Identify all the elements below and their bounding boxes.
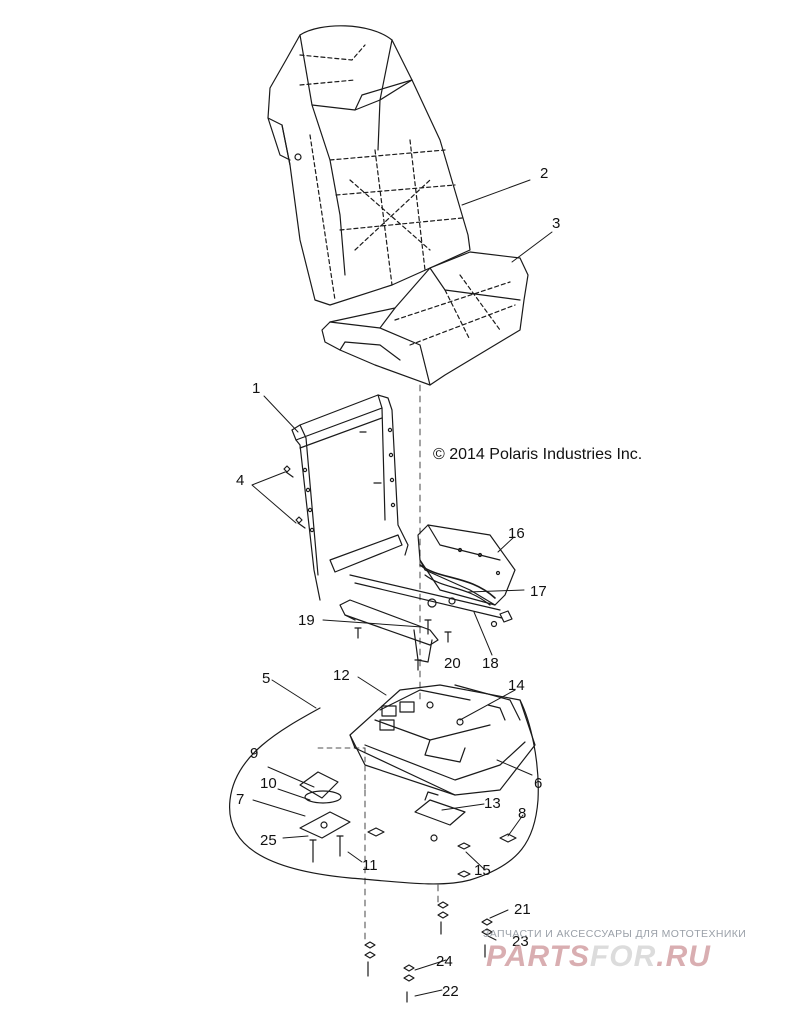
callout-2: 2	[540, 165, 548, 182]
callout-10: 10	[260, 775, 277, 792]
base-group-outline	[229, 699, 539, 885]
part-13-bracket	[414, 791, 466, 842]
watermark-logo-part2: FOR	[589, 940, 657, 973]
copyright-notice: © 2014 Polaris Industries Inc.	[433, 446, 643, 463]
callout-1: 1	[252, 380, 260, 397]
bolts-part-4	[283, 465, 306, 529]
slider-base	[349, 684, 536, 796]
seat-back	[267, 25, 471, 306]
seat-bottom	[321, 251, 529, 386]
callout-23: 23	[512, 933, 529, 950]
callout-19: 19	[298, 612, 315, 629]
bracket-assembly	[417, 524, 516, 628]
callout-14: 14	[508, 677, 525, 694]
callout-11: 11	[362, 857, 378, 874]
callout-13: 13	[484, 795, 501, 812]
callout-21: 21	[514, 901, 531, 918]
callout-17: 17	[530, 583, 547, 600]
hardware-stacks	[364, 901, 493, 1003]
leader-lines	[251, 179, 553, 997]
bolts-part-19-20	[354, 619, 452, 671]
callout-7: 7	[236, 791, 244, 808]
callout-16: 16	[508, 525, 525, 542]
callout-8: 8	[518, 805, 526, 822]
callout-3: 3	[552, 215, 560, 232]
callout-24: 24	[436, 953, 453, 970]
callout-5: 5	[262, 670, 270, 687]
callout-12: 12	[333, 667, 350, 684]
callout-4: 4	[236, 472, 244, 489]
seat-frame	[291, 394, 503, 663]
callout-9: 9	[250, 745, 258, 762]
callout-20: 20	[444, 655, 461, 672]
callout-25: 25	[260, 832, 277, 849]
watermark-logo-part1: PARTS	[486, 940, 590, 973]
nuts	[367, 827, 517, 878]
callout-6: 6	[534, 775, 542, 792]
callout-15: 15	[474, 862, 491, 879]
watermark-logo: PARTSFOR.RU	[486, 940, 711, 974]
callout-numbers: 2 3 1 4 16 17 19 20 18 12 5 14 9 6 10 7 …	[236, 165, 560, 1000]
watermark-logo-part3: .RU	[656, 940, 711, 973]
callout-22: 22	[442, 983, 459, 1000]
watermark-tagline: ЗАПЧАСТИ И АКСЕССУАРЫ ДЛЯ МОТОТЕХНИКИ	[483, 928, 747, 940]
callout-18: 18	[482, 655, 499, 672]
mounting-plates	[299, 747, 366, 863]
